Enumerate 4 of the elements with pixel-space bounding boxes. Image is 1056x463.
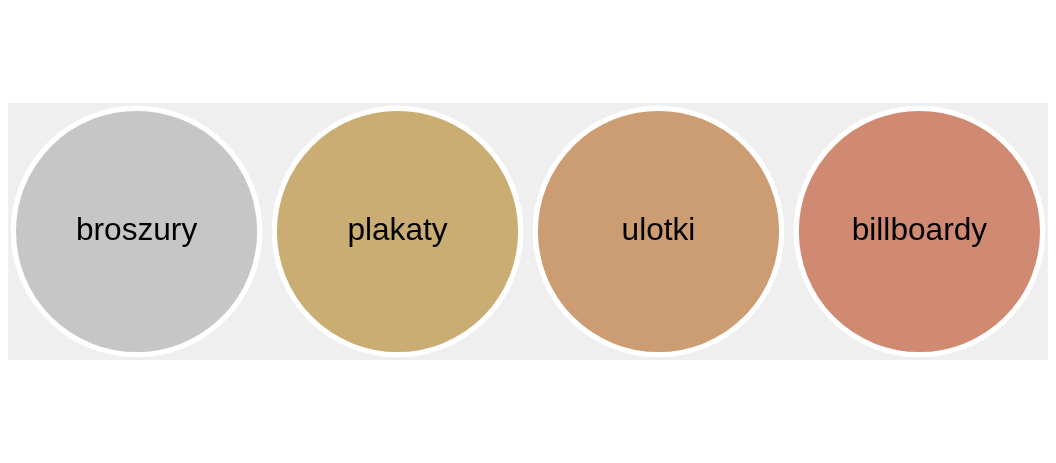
- node-circle: broszury: [10, 105, 263, 358]
- node-circle: plakaty: [271, 105, 524, 358]
- node-circle: ulotki: [532, 105, 785, 358]
- node-circle: billboardy: [793, 105, 1046, 358]
